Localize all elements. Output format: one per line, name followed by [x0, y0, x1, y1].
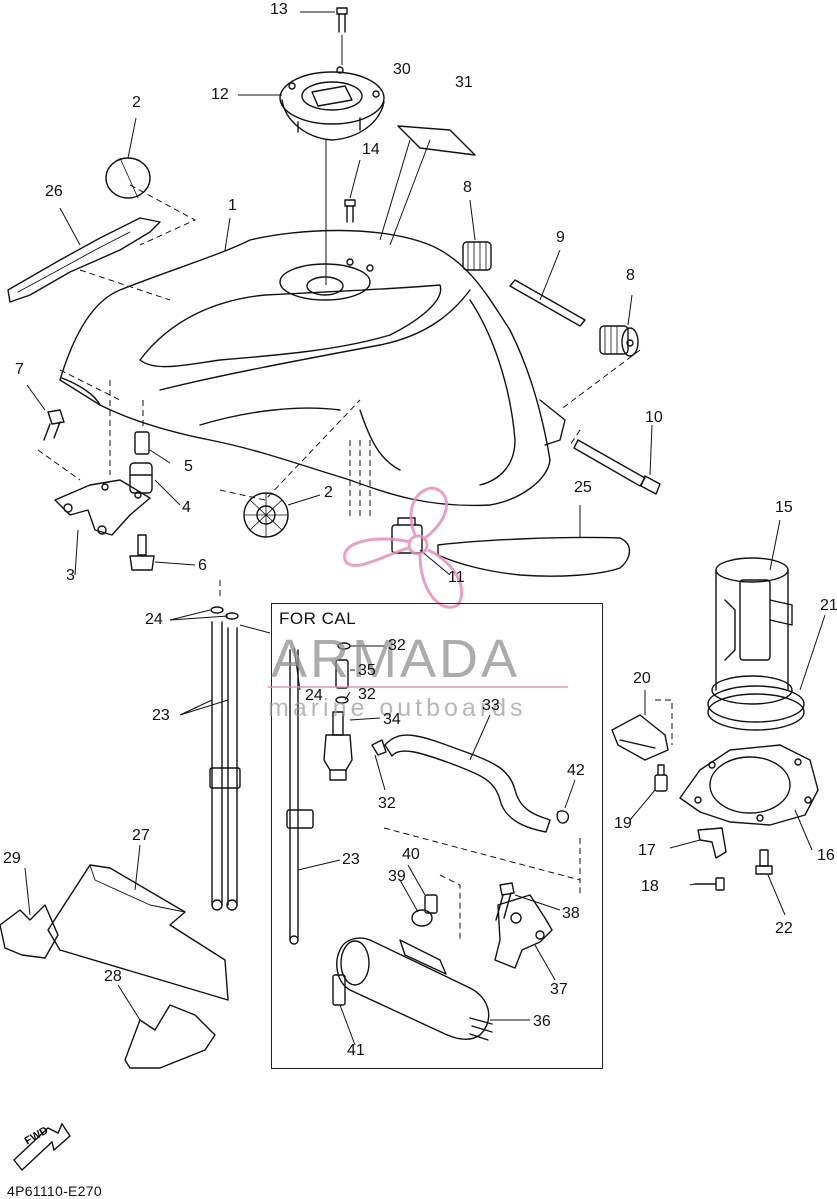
callout-24-inset: 24	[305, 687, 323, 704]
valve-34	[323, 711, 353, 781]
bolt-13	[336, 7, 348, 33]
callout-31: 31	[455, 74, 473, 91]
callout-26: 26	[45, 183, 63, 200]
callout-38: 38	[562, 905, 580, 922]
callout-14: 14	[362, 141, 380, 158]
rod-9	[509, 279, 586, 327]
screw-18	[694, 877, 725, 891]
watermark-propeller-icon	[343, 486, 464, 609]
callout-23-inset: 23	[342, 851, 360, 868]
callout-20: 20	[633, 670, 651, 687]
callout-16: 16	[817, 847, 835, 864]
callout-2-lower: 2	[324, 484, 333, 501]
callout-41: 41	[347, 1042, 365, 1059]
callout-28: 28	[104, 968, 122, 985]
callout-30: 30	[393, 61, 411, 78]
grommet-2	[243, 492, 289, 538]
side-cover-26	[7, 217, 161, 303]
hose-33	[384, 734, 551, 833]
cover-29	[0, 904, 59, 959]
fuel-tank	[59, 229, 566, 507]
callout-13: 13	[270, 1, 288, 18]
bolt-22	[755, 849, 773, 875]
collar-41	[332, 974, 346, 1006]
bracket-37	[494, 894, 553, 969]
callout-17: 17	[638, 842, 656, 859]
bracket-3	[54, 479, 151, 536]
watermark-subtitle: marine outboards	[268, 694, 527, 722]
fuel-pump-15	[711, 557, 793, 705]
callout-39: 39	[388, 868, 406, 885]
callout-25: 25	[574, 479, 592, 496]
callout-34: 34	[383, 711, 401, 728]
callout-9: 9	[556, 229, 565, 246]
for-cal-inset-box	[271, 603, 603, 1069]
callout-24-left: 24	[145, 611, 163, 628]
callout-32-top: 32	[388, 637, 406, 654]
collar-5	[134, 431, 150, 455]
watermark-divider	[268, 686, 568, 688]
bolt-10	[573, 439, 661, 495]
callout-5: 5	[184, 458, 193, 475]
inset-title: FOR CAL	[279, 609, 357, 628]
callout-8-right: 8	[626, 267, 635, 284]
callout-27: 27	[132, 827, 150, 844]
clip-42	[556, 810, 570, 824]
pipe-35	[335, 659, 349, 689]
guard-27	[47, 864, 229, 1001]
callout-32-bottom: 32	[378, 795, 396, 812]
callout-32-mid: 32	[358, 686, 376, 703]
cover-28	[124, 1004, 216, 1069]
bolt-6	[129, 534, 155, 571]
callout-12: 12	[211, 86, 229, 103]
hoses-23	[209, 621, 241, 911]
collar-40	[424, 894, 438, 914]
callout-6: 6	[198, 557, 207, 574]
plate-16	[679, 744, 819, 826]
dampers-8	[462, 241, 639, 357]
callout-2-top: 2	[132, 94, 141, 111]
callout-29: 29	[3, 850, 21, 867]
canister-36	[336, 937, 493, 1041]
filler-cap	[279, 66, 385, 141]
callout-42: 42	[567, 762, 585, 779]
callout-18: 18	[641, 878, 659, 895]
callout-10: 10	[645, 409, 663, 426]
callout-8-left: 8	[463, 179, 472, 196]
watermark-title: ARMADA	[271, 629, 521, 689]
callout-3: 3	[66, 567, 75, 584]
callout-36: 36	[533, 1013, 551, 1030]
callout-40: 40	[402, 846, 420, 863]
callout-19: 19	[614, 815, 632, 832]
bracket-20	[611, 714, 669, 761]
bolt-38	[495, 882, 515, 921]
callout-21: 21	[820, 597, 837, 614]
diagram-code: 4P61110-E270	[7, 1183, 102, 1199]
callout-11: 11	[448, 569, 465, 586]
gasket-30	[397, 125, 476, 156]
fwd-arrow-icon	[13, 1122, 71, 1172]
inset-hose-23	[286, 649, 314, 945]
bolt-14	[344, 199, 356, 223]
cap-2-top	[105, 157, 151, 199]
seal-21	[707, 685, 805, 731]
damper-4	[129, 462, 153, 494]
callout-33: 33	[482, 697, 500, 714]
callout-22: 22	[775, 920, 793, 937]
cover-25	[437, 536, 631, 577]
bolt-19	[654, 764, 668, 792]
grommet-39	[411, 909, 433, 927]
callout-4: 4	[182, 499, 191, 516]
callout-23-left: 23	[152, 707, 170, 724]
callout-37: 37	[550, 981, 568, 998]
callout-35: 35	[358, 662, 376, 679]
bolt-7	[43, 409, 65, 441]
callout-1: 1	[228, 197, 237, 214]
callout-15: 15	[775, 499, 793, 516]
clip-17	[697, 827, 727, 859]
callout-7: 7	[15, 361, 24, 378]
